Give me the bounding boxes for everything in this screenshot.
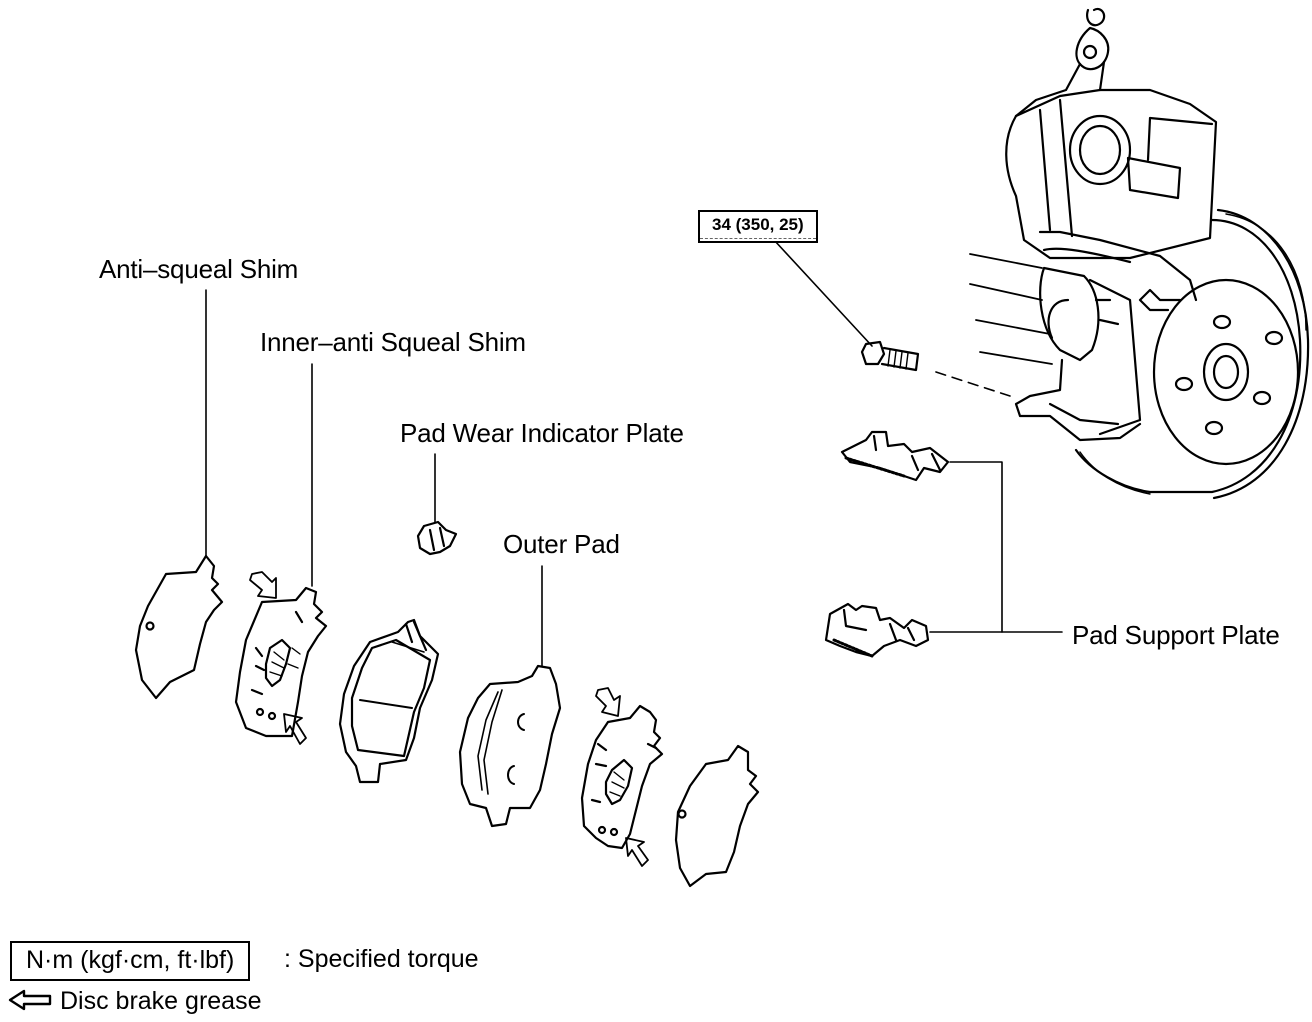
- wheel-studs: [1174, 314, 1284, 436]
- inner-anti-squeal-shim-label: Inner–anti Squeal Shim: [260, 327, 526, 357]
- torque-legend-description: : Specified torque: [284, 945, 479, 973]
- inner-pad-part: [338, 618, 440, 784]
- torque-spec-box: 34 (350, 25): [698, 210, 818, 243]
- outer-anti-squeal-shim-part: [674, 744, 760, 888]
- caliper-disc-assembly: [969, 7, 1310, 500]
- pad-support-plate-leader: [929, 461, 1063, 633]
- inner-anti-squeal-shim-part: [234, 363, 328, 745]
- grease-arrow-icon: [249, 571, 277, 599]
- anti-squeal-shim-part: [134, 289, 224, 700]
- grease-arrow-icon: [283, 713, 307, 745]
- pad-support-plate-label: Pad Support Plate: [1072, 620, 1280, 650]
- pad-wear-indicator-plate-label: Pad Wear Indicator Plate: [400, 418, 684, 448]
- hollow-left-arrow-icon: [8, 989, 52, 1011]
- pad-support-plate-lower: [824, 602, 930, 658]
- pad-wear-indicator-plate-part: [416, 453, 458, 556]
- pad-support-plate-upper: [840, 430, 950, 482]
- outer-pad-part: [458, 565, 562, 828]
- grease-arrow-icon: [625, 837, 649, 867]
- anti-squeal-shim-label: Anti–squeal Shim: [99, 254, 299, 284]
- outer-anti-squeal-shim-inner-part: [580, 687, 664, 867]
- torque-unit-legend-box: N·m (kgf·cm, ft·lbf): [10, 941, 251, 981]
- grease-arrow-icon: [595, 687, 621, 717]
- caliper-bolt: [773, 239, 1011, 397]
- outer-pad-label: Outer Pad: [503, 529, 620, 559]
- grease-legend-description: Disc brake grease: [60, 987, 262, 1015]
